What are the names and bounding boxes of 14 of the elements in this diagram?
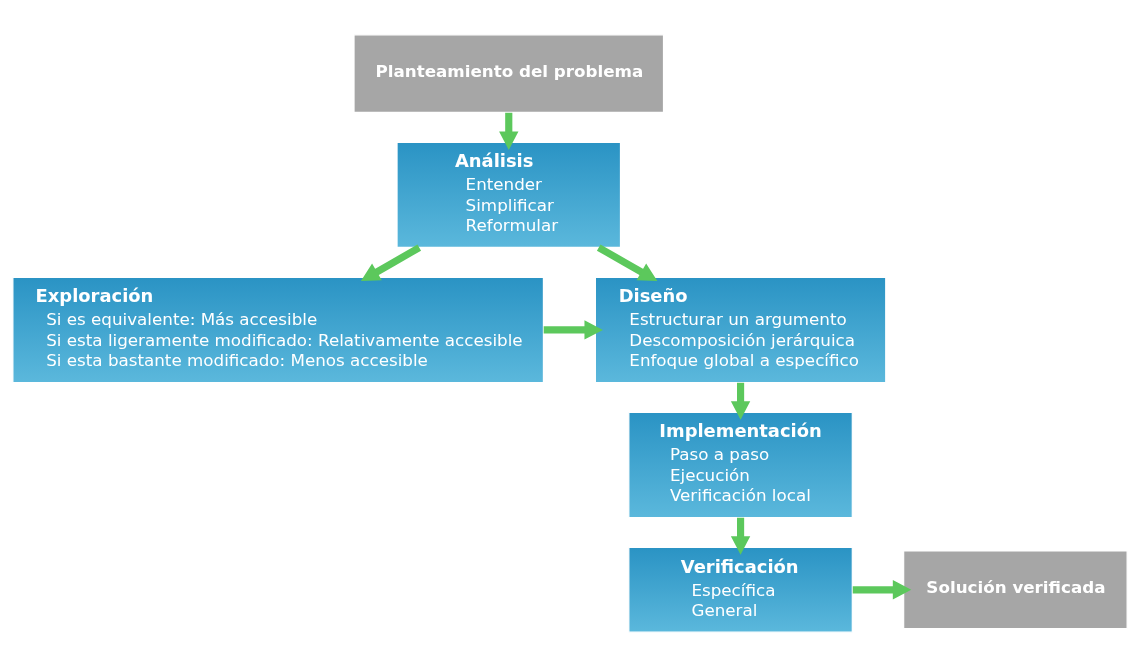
arrow (543, 319, 603, 340)
node-box: Planteamiento del problema (353, 33, 665, 113)
arrow (596, 243, 658, 281)
node-box: Exploración Si es equivalente: Más accesible Si esta ligeramente modificado: Relativamente accesible Si esta bastante modificado: Menos accesible (12, 276, 544, 383)
arrow (852, 579, 912, 599)
arrow (730, 382, 751, 420)
arrow (499, 112, 519, 150)
node-box: Diseño Estructurar un argumento Descomposición jerárquica Enfoque global a específico (594, 276, 887, 383)
node-box: Análisis Entender Simplificar Reformular (396, 141, 622, 248)
node-box: Solución verificada (903, 549, 1128, 629)
arrow (360, 243, 422, 281)
node-box: Verificación Específica General (628, 546, 853, 633)
arrow (730, 517, 751, 555)
node-box: Implementación Paso a paso Ejecución Verificación local (628, 411, 853, 518)
